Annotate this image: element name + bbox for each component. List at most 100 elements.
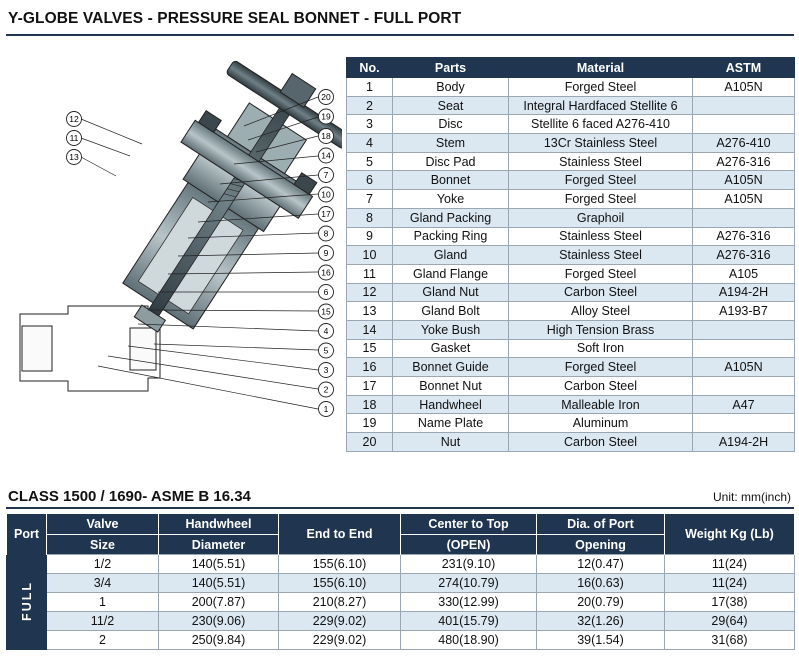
- cell-material: Aluminum: [508, 413, 693, 434]
- header-port: Port: [6, 514, 47, 555]
- cell-part: Yoke: [392, 189, 509, 209]
- callout-circle: [318, 206, 334, 222]
- callout-circle: [318, 89, 334, 105]
- cell-astm: [692, 95, 795, 116]
- cell-no: 12: [346, 282, 393, 303]
- callout-8: 8: [324, 229, 329, 239]
- cell-material: Malleable Iron: [508, 394, 693, 415]
- cell-astm: [692, 207, 795, 228]
- cell-handwheel: 200(7.87): [158, 592, 279, 612]
- cell-part: Body: [392, 77, 509, 97]
- callout-circle: [318, 128, 334, 144]
- cell-end-to-end: 155(6.10): [278, 573, 401, 593]
- cell-no: 9: [346, 226, 393, 247]
- callout-circle: [318, 147, 334, 164]
- cell-astm: A276-316: [692, 226, 795, 247]
- cell-size: 3/4: [46, 573, 159, 593]
- cell-center-to-top: 274(10.79): [400, 573, 537, 593]
- cell-port-opening: 32(1.26): [536, 611, 665, 631]
- class-underline: [6, 507, 794, 509]
- cell-part: Gasket: [392, 338, 509, 359]
- cell-part: Bonnet: [392, 170, 509, 191]
- port-label: FULL: [19, 580, 34, 621]
- callout-3: 3: [324, 365, 329, 375]
- cell-end-to-end: 155(6.10): [278, 554, 401, 574]
- callout-6: 6: [324, 287, 329, 297]
- callout-circle: [318, 342, 334, 359]
- cell-no: 16: [346, 357, 393, 377]
- cell-no: 11: [346, 263, 393, 284]
- cell-no: 10: [346, 245, 393, 265]
- callout-1: 1: [324, 404, 329, 414]
- cell-center-to-top: 330(12.99): [400, 592, 537, 612]
- cell-no: 2: [346, 95, 393, 116]
- page-title: Y-GLOBE VALVES - PRESSURE SEAL BONNET - …: [8, 10, 462, 27]
- cell-handwheel: 140(5.51): [158, 573, 279, 593]
- callout-10: 10: [321, 190, 331, 200]
- callout-2: 2: [324, 385, 329, 395]
- cell-astm: A105N: [692, 77, 795, 97]
- valve-body: [19, 305, 161, 392]
- cell-astm: A276-316: [692, 151, 795, 172]
- header-diameter: Diameter: [158, 534, 279, 555]
- cell-part: Disc Pad: [392, 151, 509, 172]
- callout-circle: [318, 303, 334, 320]
- cell-astm: A105: [692, 263, 795, 284]
- cell-part: Bonnet Guide: [392, 357, 509, 377]
- cell-no: 8: [346, 207, 393, 228]
- cell-part: Gland Flange: [392, 263, 509, 284]
- cell-size: 1: [46, 592, 159, 612]
- cell-part: Packing Ring: [392, 226, 509, 247]
- cell-material: Forged Steel: [508, 357, 693, 377]
- cell-material: Carbon Steel: [508, 282, 693, 303]
- cell-no: 4: [346, 133, 393, 153]
- cell-weight: 17(38): [664, 592, 795, 612]
- callout-4: 4: [324, 326, 329, 336]
- cell-astm: A276-316: [692, 245, 795, 265]
- class-title: CLASS 1500 / 1690- ASME B 16.34: [8, 488, 251, 505]
- cell-material: Soft Iron: [508, 338, 693, 359]
- callout-9: 9: [324, 248, 329, 258]
- cell-no: 20: [346, 432, 393, 452]
- cell-part: Bonnet Nut: [392, 376, 509, 396]
- header-no: No.: [346, 57, 393, 78]
- cell-center-to-top: 231(9.10): [400, 554, 537, 574]
- right-callout-leaders: [97, 96, 319, 410]
- cell-no: 3: [346, 114, 393, 135]
- cell-astm: A105N: [692, 357, 795, 377]
- callout-17: 17: [321, 209, 331, 219]
- dimension-table: Port Valve Handwheel End to End Center t…: [6, 514, 795, 650]
- callout-14: 14: [321, 151, 331, 161]
- parts-table-header: No. Parts Material ASTM: [346, 57, 795, 78]
- callout-12: 12: [69, 114, 79, 124]
- cell-astm: [692, 114, 795, 135]
- cell-center-to-top: 480(18.90): [400, 630, 537, 650]
- unit-note: Unit: mm(inch): [712, 490, 791, 504]
- cell-no: 7: [346, 189, 393, 209]
- cell-weight: 11(24): [664, 554, 795, 574]
- callout-7: 7: [324, 170, 329, 180]
- cell-part: Gland Bolt: [392, 301, 509, 321]
- callout-16: 16: [321, 268, 331, 278]
- cell-part: Name Plate: [392, 413, 509, 434]
- header-weight: Weight Kg (Lb): [664, 514, 795, 555]
- header-open: (OPEN): [400, 534, 537, 555]
- cell-material: Alloy Steel: [508, 301, 693, 321]
- cell-material: High Tension Brass: [508, 319, 693, 340]
- header-size: Size: [46, 534, 159, 555]
- cell-no: 18: [346, 394, 393, 415]
- cell-part: Gland Nut: [392, 282, 509, 303]
